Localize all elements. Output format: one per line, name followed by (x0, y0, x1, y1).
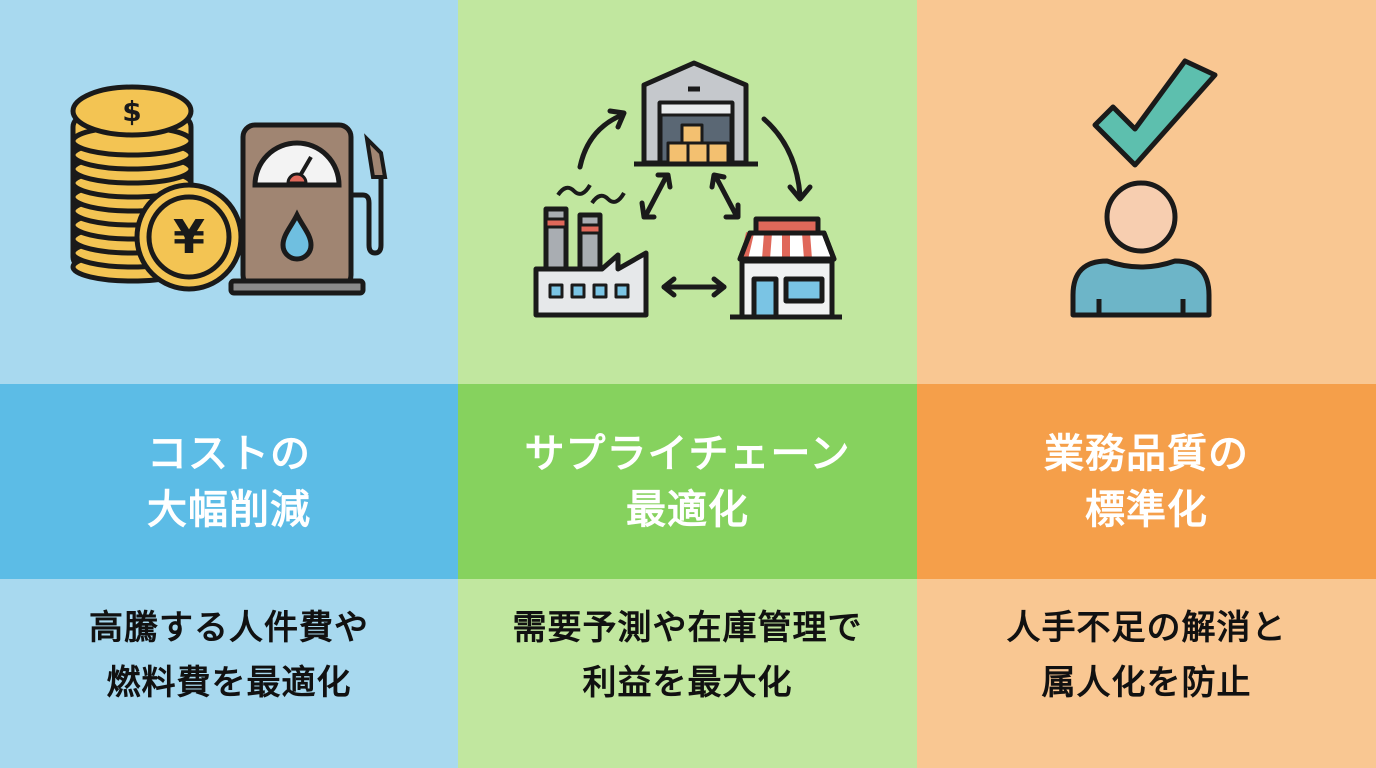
benefit-title-line-1: サプライチェーン (524, 430, 851, 477)
title-band-supply-chain: サプライチェーン 最適化 (458, 384, 917, 579)
person-checkmark-icon (1070, 58, 1217, 318)
title-band-cost: コストの 大幅削減 (0, 384, 458, 579)
benefit-desc-line-1: 高騰する人件費や (89, 608, 369, 648)
title-band-quality: 業務品質の 標準化 (917, 384, 1376, 579)
icon-panel-quality (917, 0, 1376, 384)
person-head (1104, 180, 1177, 254)
dollar-sign: $ (122, 95, 141, 128)
benefit-desc-line-2: 利益を最大化 (582, 663, 793, 703)
benefit-desc-line-1: 需要予測や在庫管理で (512, 608, 863, 648)
supply-chain-cycle-icon (533, 60, 842, 320)
description-panel-supply-chain: 需要予測や在庫管理で 利益を最大化 (458, 579, 917, 768)
benefit-title-line-2: 最適化 (626, 486, 749, 533)
benefit-desc-line-1: 人手不足の解消と (1006, 608, 1287, 648)
person-body (1070, 258, 1211, 318)
icon-panel-supply-chain (458, 0, 917, 384)
benefit-title-line-2: 大幅削減 (147, 486, 311, 533)
checkmark-icon (1092, 58, 1217, 168)
benefit-title-line-1: コストの (147, 430, 311, 477)
benefit-title-line-2: 標準化 (1085, 486, 1208, 533)
benefit-title-line-1: 業務品質の (1044, 430, 1249, 477)
description-panel-cost: 高騰する人件費や 燃料費を最適化 (0, 579, 458, 768)
benefit-desc-line-2: 属人化を防止 (1041, 663, 1252, 703)
benefit-column-cost: $ ¥ コ (0, 0, 458, 768)
description-panel-quality: 人手不足の解消と 属人化を防止 (917, 579, 1376, 768)
benefit-column-quality: 業務品質の 標準化 人手不足の解消と 属人化を防止 (917, 0, 1376, 768)
benefit-desc-line-2: 燃料費を最適化 (106, 663, 352, 703)
coins-and-fuel-pump-icon: $ ¥ (70, 84, 388, 296)
yen-sign: ¥ (173, 210, 205, 264)
icon-panel-cost: $ ¥ (0, 0, 458, 384)
benefit-column-supply-chain: サプライチェーン 最適化 需要予測や在庫管理で 利益を最大化 (458, 0, 917, 768)
